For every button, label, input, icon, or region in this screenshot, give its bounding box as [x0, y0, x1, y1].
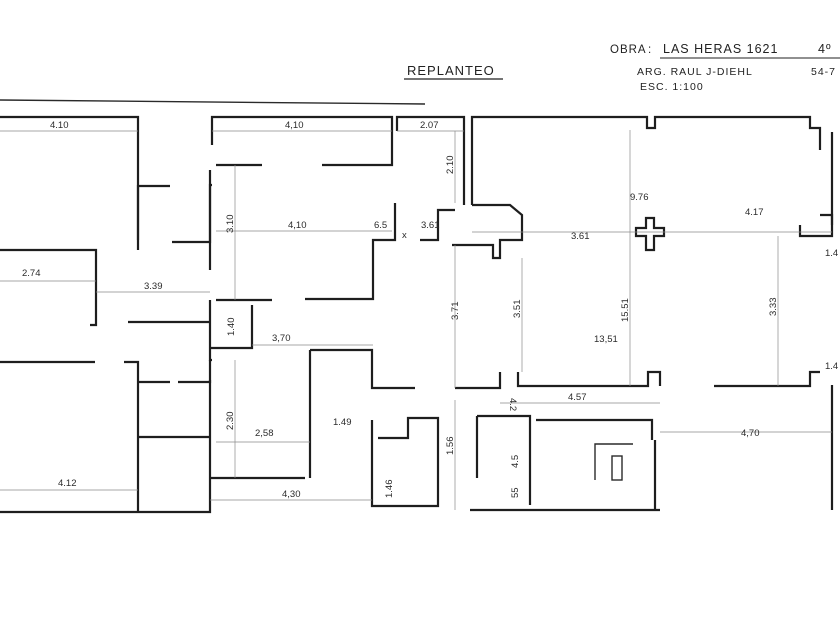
- column-cross: [634, 216, 666, 252]
- dim-4-17: 4.17: [745, 207, 764, 218]
- scale-label: ESC. 1:100: [640, 81, 704, 93]
- dim-1-40: 1.40: [226, 318, 237, 337]
- top-reference-line: [0, 99, 426, 105]
- dim-3-10: 3.10: [225, 215, 236, 234]
- top-wall-right: [470, 115, 822, 205]
- dim-4-10-bed: 4,10: [288, 220, 307, 231]
- dim-15-51: 15.51: [620, 298, 631, 322]
- dim-4-10-top-mid: 4,10: [285, 120, 304, 131]
- corner-mark-x: x: [402, 230, 407, 241]
- floor-number: 4º: [818, 42, 832, 56]
- dim-3-61-b: 3.61: [571, 231, 590, 242]
- dim-4-5: 4.5: [510, 455, 521, 468]
- exterior-walls: [0, 115, 834, 514]
- dim-1-56: 1.56: [445, 437, 456, 456]
- dimension-labels: 4.10 4,10 2.07 4,10 6.5 3.61 9.76 4.17 3…: [22, 120, 838, 500]
- dim-3-33: 3.33: [768, 298, 779, 317]
- dim-3-70: 3,70: [272, 333, 291, 344]
- dim-2-30: 2.30: [225, 412, 236, 431]
- interior-walls: [0, 131, 834, 512]
- dim-2-74: 2.74: [22, 268, 41, 279]
- dim-9-76: 9.76: [630, 192, 649, 203]
- wall-small-closet-c: [210, 305, 254, 350]
- wall-kitchen-a: [477, 414, 532, 505]
- dim-4-12: 4.12: [58, 478, 77, 489]
- dim-1-4-b: 1.4: [825, 361, 838, 372]
- dim-4-70: 4,70: [741, 428, 760, 439]
- wall-right-notch: [798, 213, 834, 238]
- architect-phone: 54-7: [811, 66, 836, 78]
- dim-2-58: 2,58: [255, 428, 274, 439]
- dim-6-5: 6.5: [374, 220, 387, 231]
- dim-1-46: 1.46: [384, 480, 395, 499]
- dim-4-10-top-left: 4.10: [50, 120, 69, 131]
- wall-left-room: [0, 248, 98, 327]
- dimension-labels-vertical: 2.10 3.10 1.40 3.71 3.51 15.51 3.33 2.30…: [225, 156, 779, 499]
- wall-corridor-a: [310, 348, 415, 390]
- wall-dormer: [305, 203, 397, 301]
- wall-kitchen-c: [536, 418, 654, 440]
- left-bottom-block: [138, 478, 212, 514]
- dim-3-71: 3.71: [450, 302, 461, 321]
- architect-name: ARG. RAUL J-DIEHL: [637, 66, 753, 78]
- wall-living-notch: [452, 203, 524, 260]
- dim-1-49: 1.49: [333, 417, 352, 428]
- wall-dormer-b: [420, 208, 455, 242]
- dim-4-2: 4.2: [507, 398, 518, 411]
- top-wall-middle: [210, 115, 394, 131]
- wall-center-bottom: [455, 372, 502, 390]
- dim-1-4-a: 1.4: [825, 248, 838, 259]
- top-wall-left: [0, 115, 140, 131]
- dim-55: 55: [510, 487, 521, 498]
- dim-13-51: 13,51: [594, 334, 618, 345]
- wall-lower-left: [124, 360, 140, 512]
- dim-3-51: 3.51: [512, 300, 523, 319]
- top-wall-stair: [395, 115, 466, 205]
- obra-value: LAS HERAS 1621: [663, 42, 778, 56]
- wall-bath-a: [370, 416, 440, 508]
- plan-title: REPLANTEO: [407, 63, 495, 78]
- obra-colon: :: [648, 44, 652, 56]
- obra-label: OBRA: [610, 44, 647, 56]
- title-block: REPLANTEO OBRA : LAS HERAS 1621 4º ARG. …: [404, 42, 840, 93]
- kitchen-counter-outline: [594, 443, 633, 480]
- wall-small-closet: [208, 300, 212, 362]
- dimension-lines: [0, 130, 832, 510]
- wall-bed-top2: [322, 131, 394, 167]
- dim-2-07: 2.07: [420, 120, 439, 131]
- wall-closet-b: [172, 183, 212, 244]
- dim-3-39: 3.39: [144, 281, 163, 292]
- wall-center-bottom-b: [516, 370, 662, 388]
- dim-4-30: 4,30: [282, 489, 301, 500]
- dim-3-61-a: 3.61: [421, 220, 440, 231]
- dim-2-10: 2.10: [445, 156, 456, 175]
- stove-fixture: [611, 455, 623, 481]
- wall-lower-left-c: [178, 360, 212, 384]
- dim-4-57: 4.57: [568, 392, 587, 403]
- wall-right-bottom: [714, 370, 820, 388]
